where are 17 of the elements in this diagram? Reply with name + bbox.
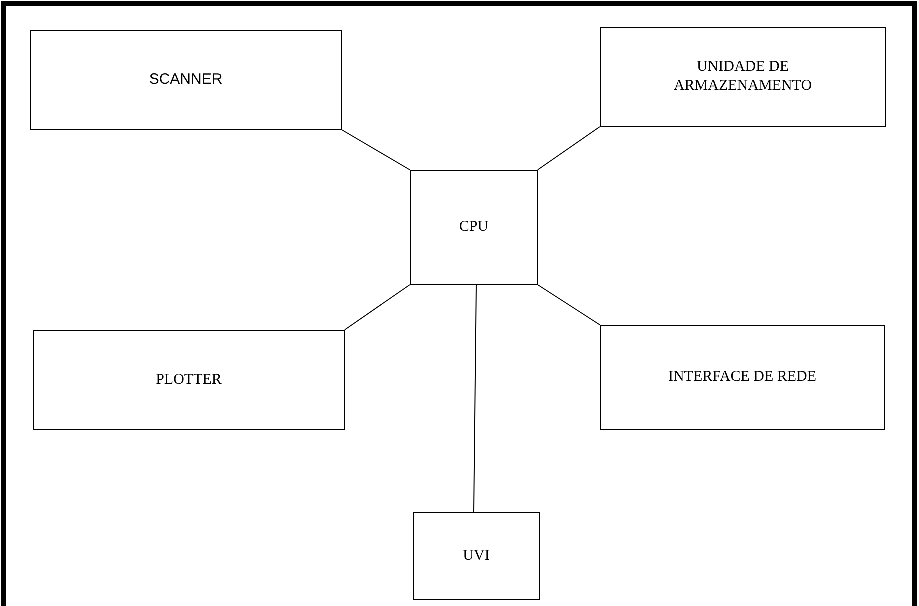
node-label: SCANNER xyxy=(149,70,223,90)
process-box xyxy=(33,330,345,430)
node-label: PLOTTER xyxy=(156,370,222,390)
node-label: CPU xyxy=(459,218,489,237)
process-box xyxy=(410,170,538,285)
process-box xyxy=(600,325,885,430)
connector-line xyxy=(538,126,600,170)
node-label: UNIDADE DE ARMAZENAMENTO xyxy=(672,58,814,96)
connector-line xyxy=(538,284,600,326)
node-label: INTERFACE DE REDE xyxy=(668,368,817,387)
node-label: UVI xyxy=(463,546,490,566)
process-box xyxy=(30,30,342,130)
connector-line xyxy=(474,284,477,512)
process-box xyxy=(413,512,540,600)
connector-line xyxy=(344,284,410,330)
connector-line xyxy=(342,130,410,170)
process-box xyxy=(600,27,886,127)
